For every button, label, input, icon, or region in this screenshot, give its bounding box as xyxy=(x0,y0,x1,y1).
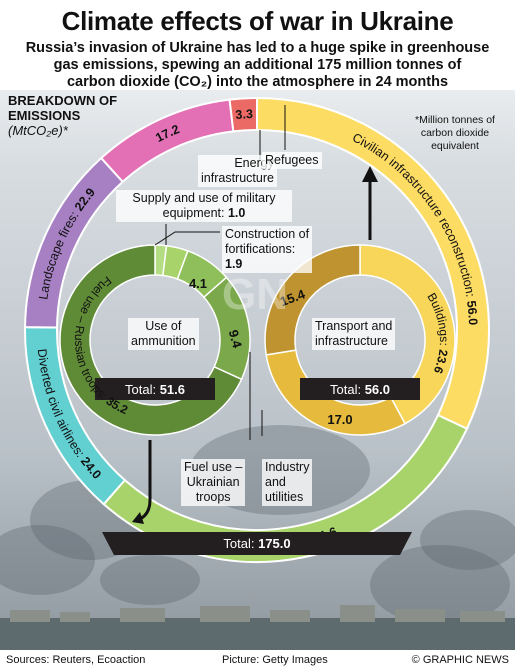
fortification-label: Construction of fortifications: 1.9 xyxy=(222,226,313,273)
header-background xyxy=(0,0,515,90)
page-title: Climate effects of war in Ukraine xyxy=(61,6,454,36)
industry-label-2: and xyxy=(265,475,286,489)
breakdown-title-2: EMISSIONS xyxy=(8,108,81,123)
outer-label-5: 3.3 xyxy=(235,107,253,122)
energy-label-2: infrastructure xyxy=(201,171,274,185)
watermark-logo: GN xyxy=(222,270,288,319)
supply-label: Supply and use of military equipment: 1.… xyxy=(116,190,292,222)
ammunition-label: Use of ammunition xyxy=(128,318,199,350)
transport-label-2: infrastructure xyxy=(315,334,388,348)
smoke-cloud xyxy=(370,545,510,625)
building xyxy=(395,609,445,622)
building xyxy=(340,605,375,622)
building xyxy=(270,610,310,622)
building xyxy=(10,610,50,622)
footer-sources: Sources: Reuters, Ecoaction xyxy=(6,654,146,666)
breakdown-unit: (MtCO₂e)* xyxy=(8,123,68,138)
building xyxy=(460,611,505,622)
ukr-fuel-value-label: 9.4 xyxy=(226,328,245,350)
industry-label-3: utilities xyxy=(265,490,304,504)
building xyxy=(120,608,165,622)
warfare-arrowhead xyxy=(132,512,144,524)
fuel-ukr-label-1: Fuel use – xyxy=(184,460,243,474)
outer-total-value: 175.0 xyxy=(258,536,291,551)
fuel-ukrainian-label: Fuel use – Ukrainian troops xyxy=(181,459,246,506)
ammo-value-label: 4.1 xyxy=(189,276,207,291)
subtitle-line-3: carbon dioxide (CO₂) into the atmosphere… xyxy=(66,74,449,90)
building xyxy=(60,612,90,622)
breakdown-heading: BREAKDOWN OF EMISSIONS (MtCO₂e)* xyxy=(8,93,158,138)
fortification-leader xyxy=(154,231,220,246)
outer-total-band xyxy=(102,532,412,555)
footnote: *Million tonnes of carbon dioxide equiva… xyxy=(415,114,495,152)
refugees-label: Refugees xyxy=(262,152,322,169)
smoke-cloud xyxy=(100,555,200,605)
subtitle-line-1: Russia’s invasion of Ukraine has led to … xyxy=(25,40,490,56)
subtitle-line-2: gas emissions, spewing an additional 175… xyxy=(53,57,462,73)
ammo-label-1: Use of xyxy=(145,319,182,333)
footer-credit: © GRAPHIC NEWS xyxy=(411,654,509,666)
page-subtitle: Russia’s invasion of Ukraine has led to … xyxy=(20,40,495,91)
supply-value: 1.0 xyxy=(227,206,246,220)
outer-total-label: Total: 175.0 xyxy=(223,536,290,551)
building xyxy=(200,606,250,622)
civilian-segment-0 xyxy=(359,244,456,425)
industry-value-label: 17.0 xyxy=(327,412,352,427)
fort-value: 1.9 xyxy=(225,257,243,271)
transport-label-1: Transport and xyxy=(315,319,393,333)
smoke-cloud xyxy=(420,510,515,570)
fort-label-1: Construction of xyxy=(225,227,310,241)
civilian-arrowhead xyxy=(362,166,378,182)
warfare-total-band xyxy=(95,378,215,400)
civilian-total-band xyxy=(300,378,420,400)
smoke-cloud xyxy=(0,525,95,595)
breakdown-title-1: BREAKDOWN OF xyxy=(8,93,118,108)
civilian-segment-2 xyxy=(264,244,361,356)
warfare-total-label: Total: 51.6 xyxy=(125,382,185,397)
outer-segment-5 xyxy=(228,96,258,133)
footer: Sources: Reuters, Ecoaction Picture: Get… xyxy=(0,650,515,671)
civilian-total-value: 56.0 xyxy=(365,382,390,397)
industry-label: Industry and utilities xyxy=(262,459,313,506)
ammo-label-2: ammunition xyxy=(131,334,196,348)
fort-label-2: fortifications: xyxy=(225,242,296,256)
fuel-ukr-label-3: troops xyxy=(195,490,231,504)
transport-label: Transport and infrastructure xyxy=(312,318,396,350)
warfare-total-value: 51.6 xyxy=(160,382,185,397)
footer-picture: Picture: Getty Images xyxy=(222,654,328,666)
supply-label-2: equipment: xyxy=(162,206,225,220)
ground xyxy=(0,618,515,650)
supply-label-1: Supply and use of military xyxy=(132,191,276,205)
civilian-total-label: Total: 56.0 xyxy=(330,382,390,397)
fuel-ukr-label-2: Ukrainian xyxy=(186,475,240,489)
industry-label-1: Industry xyxy=(265,460,310,474)
